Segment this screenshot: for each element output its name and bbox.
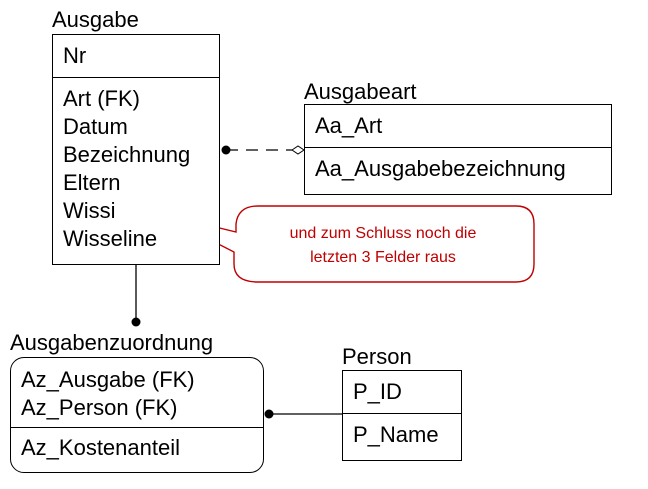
field-aa-art: Aa_Art (315, 113, 383, 138)
entity-ausgabeart-key-section: Aa_Art (305, 105, 611, 147)
relationship-dot-ausgabenzuordnung-right (264, 409, 274, 419)
callout-bubble (157, 205, 535, 283)
field-wissi: Wissi (63, 198, 116, 223)
field-art: Art (FK) (63, 86, 140, 111)
field-az-ausgabe: Az_Ausgabe (FK) (21, 367, 195, 392)
entity-ausgabe: Nr Art (FK) Datum Bezeichnung Eltern Wis… (52, 34, 220, 265)
field-p-id: P_ID (353, 379, 402, 404)
callout-note: und zum Schluss noch die letzten 3 Felde… (238, 222, 528, 270)
entity-ausgabeart-attribute-section: Aa_Ausgabebezeichnung (305, 147, 611, 183)
entity-title-ausgabeart: Ausgabeart (304, 79, 417, 104)
callout-line-2: letzten 3 Felder raus (310, 249, 456, 266)
entity-title-person: Person (342, 344, 412, 369)
field-p-name: P_Name (353, 422, 439, 447)
relationship-dot-ausgabenzuordnung-top (131, 317, 141, 327)
field-wisseline: Wisseline (63, 226, 158, 251)
entity-title-ausgabe: Ausgabe (52, 7, 139, 32)
callout-line-1: und zum Schluss noch die (289, 225, 477, 242)
field-eltern: Eltern (63, 170, 121, 195)
field-az-person: Az_Person (FK) (21, 395, 178, 420)
relationship-diamond-ausgabeart (291, 145, 305, 155)
entity-person-attribute-section: P_Name (343, 413, 461, 449)
entity-ausgabeart: Aa_Art Aa_Ausgabebezeichnung (304, 104, 612, 195)
field-datum: Datum (63, 114, 128, 139)
entity-ausgabenzuordnung-key-section: Az_Ausgabe (FK) Az_Person (FK) (11, 358, 263, 427)
field-bezeichnung: Bezeichnung (63, 142, 191, 167)
field-nr: Nr (63, 43, 87, 68)
field-aa-ausgabebezeichnung: Aa_Ausgabebezeichnung (315, 156, 566, 181)
relationship-dot-ausgabe (221, 145, 231, 155)
field-az-kostenanteil: Az_Kostenanteil (21, 435, 180, 460)
entity-person-key-section: P_ID (343, 371, 461, 413)
entity-ausgabe-attribute-section: Art (FK) Datum Bezeichnung Eltern Wissi … (53, 77, 219, 253)
entity-ausgabenzuordnung-attribute-section: Az_Kostenanteil (11, 427, 263, 462)
entity-ausgabenzuordnung: Az_Ausgabe (FK) Az_Person (FK) Az_Kosten… (10, 357, 264, 473)
entity-title-ausgabenzuordnung: Ausgabenzuordnung (10, 330, 214, 355)
entity-ausgabe-key-section: Nr (53, 35, 219, 77)
entity-person: P_ID P_Name (342, 370, 462, 461)
